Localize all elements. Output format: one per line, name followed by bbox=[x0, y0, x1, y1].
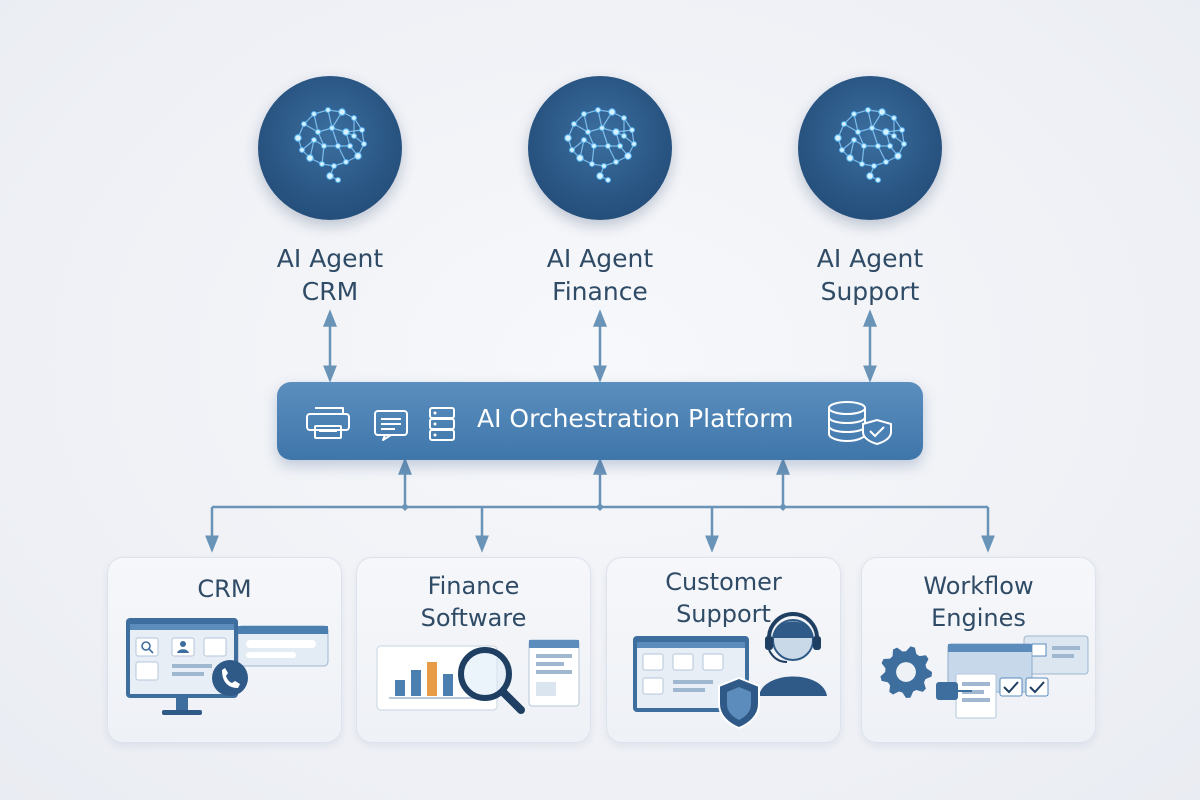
platform-title: AI Orchestration Platform bbox=[477, 404, 794, 433]
brain-network-icon bbox=[798, 76, 942, 220]
system-support-title-line1: Customer bbox=[665, 568, 782, 596]
agent-support-label-line2: Support bbox=[820, 277, 920, 306]
system-support-title: Customer Support bbox=[607, 566, 840, 630]
crm-dashboard-illustration bbox=[126, 618, 329, 715]
agent-finance: AI Agent Finance bbox=[520, 76, 680, 308]
agent-support: AI Agent Support bbox=[790, 76, 950, 308]
agent-crm-label-line2: CRM bbox=[301, 277, 359, 306]
brain-network-icon bbox=[258, 76, 402, 220]
printer-icon bbox=[306, 407, 350, 439]
server-icon bbox=[429, 407, 455, 441]
agent-crm-label: AI Agent CRM bbox=[250, 242, 410, 308]
system-support-title-line2: Support bbox=[676, 600, 771, 628]
system-finance-title-line2: Software bbox=[420, 604, 527, 632]
agent-support-label-line1: AI Agent bbox=[816, 244, 924, 273]
agent-crm-label-line1: AI Agent bbox=[276, 244, 384, 273]
system-workflow-title-line1: Workflow bbox=[923, 572, 1034, 600]
system-crm: CRM bbox=[107, 557, 342, 743]
agent-finance-label: AI Agent Finance bbox=[520, 242, 680, 308]
database-check-icon bbox=[828, 401, 892, 446]
system-finance-title-line1: Finance bbox=[427, 572, 520, 600]
system-finance-title: Finance Software bbox=[357, 570, 590, 634]
system-support: Customer Support bbox=[606, 557, 841, 743]
system-crm-title-line1: CRM bbox=[197, 575, 252, 603]
system-workflow: Workflow Engines bbox=[861, 557, 1096, 743]
orchestration-platform: AI Orchestration Platform bbox=[277, 382, 923, 460]
agent-support-label: AI Agent Support bbox=[790, 242, 950, 308]
system-workflow-title: Workflow Engines bbox=[862, 570, 1095, 634]
system-finance: Finance Software bbox=[356, 557, 591, 743]
support-agent-illustration bbox=[633, 612, 827, 730]
workflow-gears-illustration bbox=[880, 635, 1089, 719]
agent-finance-label-line2: Finance bbox=[552, 277, 648, 306]
finance-chart-illustration bbox=[376, 639, 580, 714]
agent-finance-label-line1: AI Agent bbox=[546, 244, 654, 273]
brain-network-icon bbox=[528, 76, 672, 220]
agent-crm: AI Agent CRM bbox=[250, 76, 410, 308]
system-crm-title: CRM bbox=[108, 573, 341, 605]
chat-window-icon bbox=[374, 410, 408, 441]
system-workflow-title-line2: Engines bbox=[931, 604, 1026, 632]
